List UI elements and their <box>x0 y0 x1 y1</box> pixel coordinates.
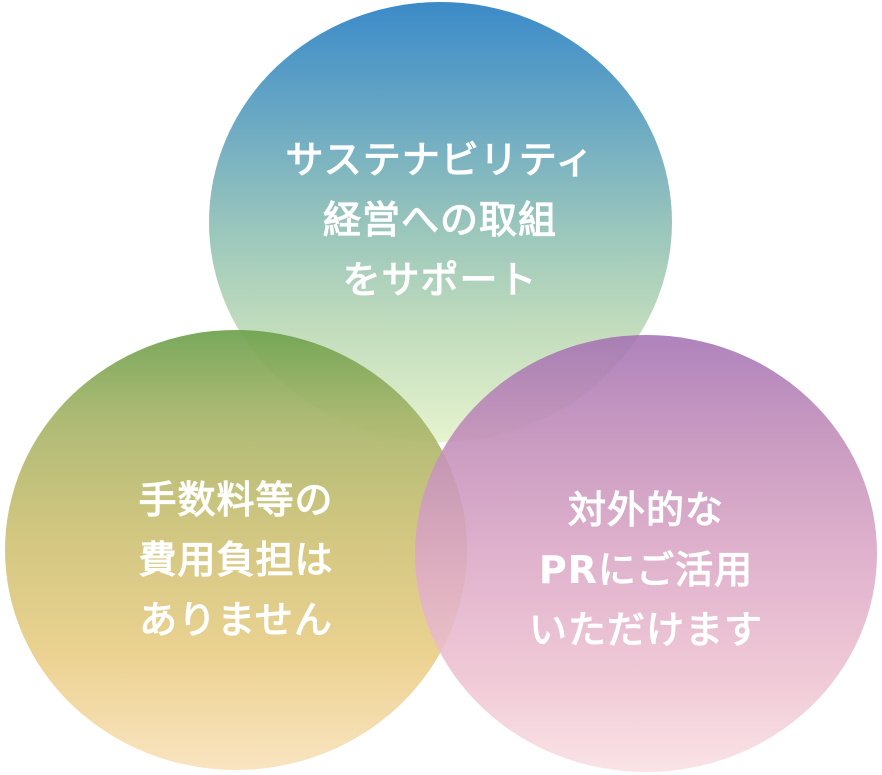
label-sustainability: サステナビリティ 経営への取組 をサポート <box>240 130 640 310</box>
label-no-fees: 手数料等の 費用負担は ありません <box>36 470 436 650</box>
label-line: 手数料等の <box>138 478 334 522</box>
label-line: サステナビリティ <box>285 138 595 182</box>
label-pr-use: 対外的な PRにご活用 いただけます <box>446 480 846 660</box>
label-line: をサポート <box>342 258 538 302</box>
label-line: 費用負担は <box>138 538 334 582</box>
circle-no-fees <box>5 330 467 770</box>
circle-pr-use <box>415 335 877 772</box>
label-line: 経営への取組 <box>322 198 557 242</box>
label-line: ありません <box>139 598 333 642</box>
label-line: 対外的な <box>567 488 724 532</box>
label-line: いただけます <box>528 608 763 652</box>
label-line: PRにご活用 <box>538 548 754 592</box>
